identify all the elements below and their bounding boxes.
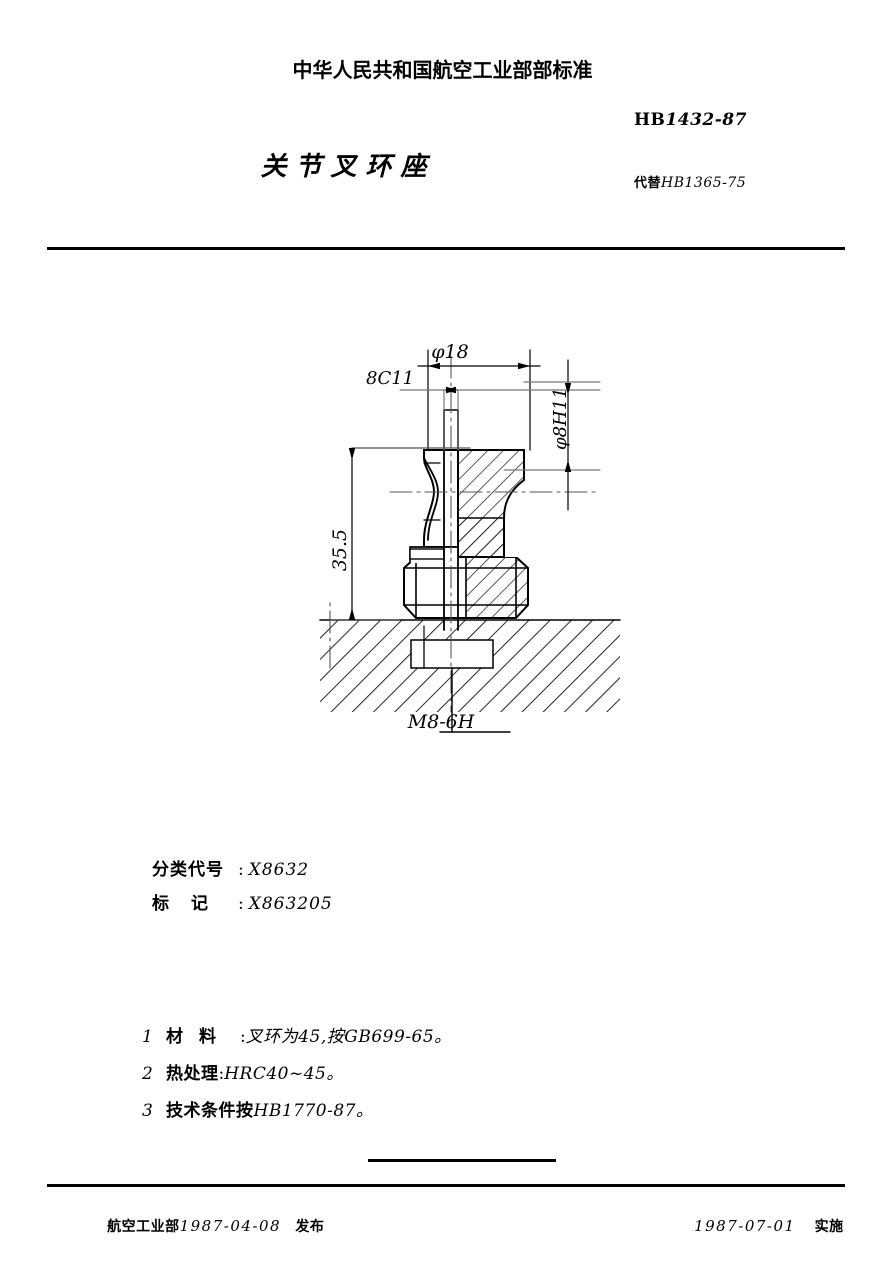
technical-drawing: φ18 8C11 φ8H11 35.5 M8-6H [0,300,885,780]
standard-number: HB1432-87 [634,110,747,130]
dim-bore-diameter [503,359,601,511]
note-label: 技术条件按 [166,1101,254,1121]
footer-issue-action: 发布 [295,1219,325,1235]
hex-nut [403,556,529,619]
marking-code-row: 标记 : X863205 [152,889,333,914]
note-item: 2 热处理 : HRC40~45。 [142,1059,452,1084]
classification-code-colon: : [238,860,244,880]
footer-issue-date: 1987-04-08 [179,1217,282,1235]
classification-code-value: X8632 [248,860,310,880]
note-text: HRC40~45。 [224,1064,344,1084]
fork-body [409,409,525,631]
note-text: HB1770-87。 [253,1101,374,1121]
dim-overall-height [329,447,471,621]
page-title: 关节叉环座 [260,152,436,182]
footer-issue: 航空工业部1987-04-08 发布 [88,1198,324,1254]
classification-code-label: 分类代号 [152,860,224,880]
note-colon: : [218,1064,225,1084]
note-number: 1 [142,1027,153,1047]
issuing-organization: 中华人民共和国航空工业部部标准 [292,58,593,82]
footer-effective: 1987-07-01 实施 [675,1198,844,1254]
marking-code-value: X863205 [248,894,333,914]
replaces-label: 代替 [634,176,662,191]
marking-code-label: 标记 [152,894,230,914]
note-colon: : [240,1027,246,1047]
dim-label-bore-diameter: φ8H11 [550,387,571,450]
standard-number-prefix: HB [634,110,666,130]
dim-label-overall-height: 35.5 [329,529,351,571]
drawing-svg: φ18 8C11 φ8H11 35.5 M8-6H [319,341,621,733]
note-text: 叉环为45,按GB699-65。 [245,1027,452,1047]
dim-label-slot-width: 8C11 [366,368,414,389]
notes-bottom-rule [368,1159,556,1162]
footer-issuer: 航空工业部 [107,1219,180,1235]
classification-code-row: 分类代号 : X8632 [152,855,333,880]
note-label: 材料 [166,1027,232,1047]
replaces-standard: 代替HB1365-75 [634,172,746,191]
replaces-number: HB1365-75 [661,175,747,191]
footer-divider-rule [47,1184,845,1187]
standard-number-value: 1432-87 [665,110,747,130]
note-number: 2 [142,1064,153,1084]
header-divider-rule [47,247,845,250]
leader-thread [439,667,511,733]
footer-effective-date: 1987-07-01 [694,1217,796,1235]
note-item: 3 技术条件按 HB1770-87。 [142,1096,452,1121]
note-number: 3 [142,1101,153,1121]
note-item: 1 材料 : 叉环为45,按GB699-65。 [142,1022,452,1047]
classification-block: 分类代号 : X8632 标记 : X863205 [152,855,333,923]
note-label: 热处理 [166,1064,219,1084]
threaded-hole [410,625,494,669]
footer-effective-action: 实施 [814,1219,844,1235]
notes-block: 1 材料 : 叉环为45,按GB699-65。 2 热处理 : HRC40~45… [142,1022,452,1133]
dim-outer-diameter [417,349,541,451]
dim-label-outer-diameter: φ18 [431,341,468,363]
marking-code-colon: : [238,894,244,914]
dim-label-thread: M8-6H [407,711,475,733]
